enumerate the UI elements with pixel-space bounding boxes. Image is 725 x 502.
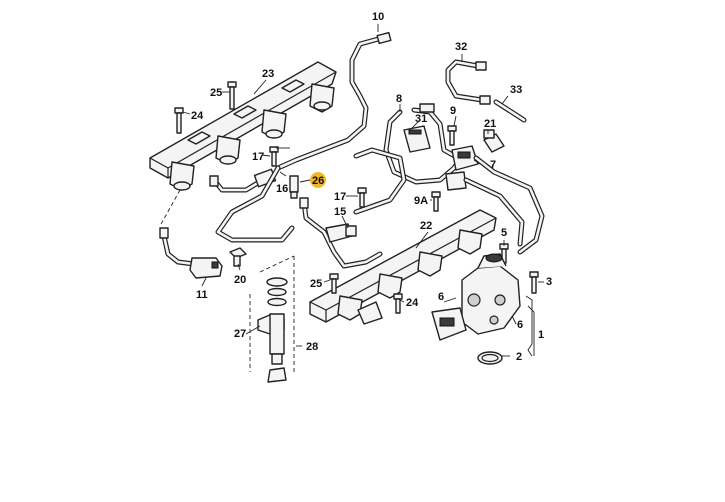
injector-20 [229,247,247,267]
label-28: 28 [306,341,318,353]
bolt-24-upper [174,107,184,134]
bolt-25-upper [227,81,237,110]
bolt-25-lower [329,273,339,294]
label-10: 10 [372,11,384,23]
high-pressure-pump [431,253,521,365]
label-22: 22 [420,220,432,232]
label-16: 16 [276,183,288,195]
label-15: 15 [334,206,346,218]
label-17-upper: 17 [252,151,264,163]
bolt-9 [447,125,457,146]
bolt-17-lower [357,187,367,208]
label-17-lower: 17 [334,191,346,203]
bolt-17-upper [269,146,279,167]
label-23: 23 [262,68,274,80]
label-26: 26 [312,175,324,187]
label-6-side: 6 [517,319,523,331]
label-6-pump: 6 [438,291,444,303]
fuel-line-15 [215,165,383,269]
upper-fuel-rail [149,61,337,191]
valve-7 [445,145,479,191]
line-32 [445,59,491,105]
label-8: 8 [396,93,402,105]
supply-line-to-pump [463,155,545,255]
label-2: 2 [516,351,522,363]
vent-33 [493,99,527,123]
label-25-upper: 25 [210,87,222,99]
label-21: 21 [484,118,496,130]
fuel-line-8 [353,107,465,215]
label-9a: 9A [414,195,428,207]
label-3: 3 [546,276,552,288]
leader-lines [182,24,544,357]
fuel-line-10 [275,31,392,171]
injector-assembly [249,255,295,383]
label-5: 5 [501,227,507,239]
sensor-31 [403,103,435,153]
label-25-lower: 25 [310,278,322,290]
label-27: 27 [234,328,246,340]
lower-fuel-rail [309,209,497,325]
wiring-harness-11 [159,189,223,279]
part-labels: 1 2 3 5 6 6 7 8 9 9A 10 11 15 16 17 17 2… [191,11,552,363]
label-20: 20 [234,274,246,286]
bolt-9a [431,191,441,212]
bolt-24-lower [393,293,403,314]
label-24-upper: 24 [191,110,204,122]
sensor-21 [483,129,505,153]
label-31: 31 [415,113,427,125]
label-33: 33 [510,84,522,96]
label-7: 7 [490,159,496,171]
label-32: 32 [455,41,467,53]
label-1: 1 [538,329,544,341]
highlight-marker-26 [310,172,326,188]
label-11: 11 [196,289,208,301]
label-9: 9 [450,105,456,117]
label-24-lower: 24 [406,297,419,309]
sensor-26 [289,175,299,199]
bolt-3 [529,271,539,294]
